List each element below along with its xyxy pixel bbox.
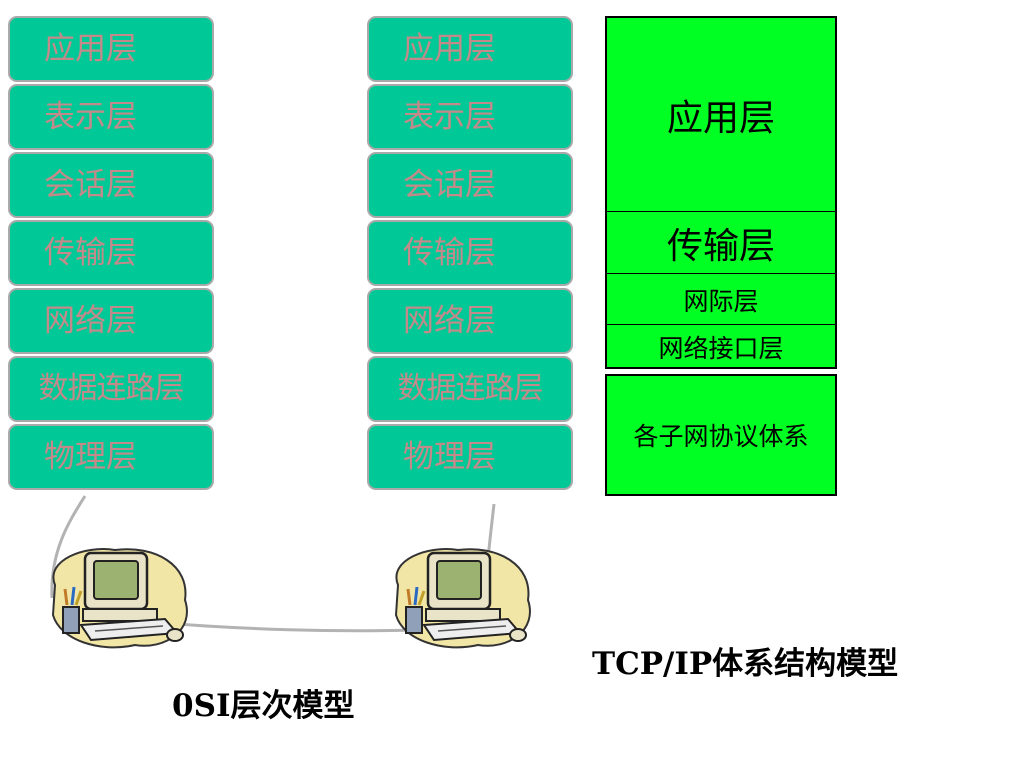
tcp-layer-application: 应用层	[666, 97, 775, 139]
cable-between-computers	[149, 620, 421, 633]
osi-layer-datalink: 数据连路层	[8, 356, 214, 422]
osi-stack-right: 应用层 表示层 会话层 传输层 网络层 数据连路层 物理层	[367, 16, 573, 492]
osi-layer-physical: 物理层	[8, 424, 214, 490]
osi-layer-datalink: 数据连路层	[367, 356, 573, 422]
osi-layer-physical: 物理层	[367, 424, 573, 490]
tcp-layer-internet: 网际层	[607, 273, 835, 325]
cable-left-stack	[50, 495, 87, 599]
osi-model-caption: 0SI层次模型	[172, 688, 355, 724]
osi-layer-application: 应用层	[8, 16, 214, 82]
osi-layer-network: 网络层	[367, 288, 573, 354]
osi-layer-transport: 传输层	[8, 220, 214, 286]
osi-stack-left: 应用层 表示层 会话层 传输层 网络层 数据连路层 物理层	[8, 16, 214, 492]
tcp-layer-network-interface: 网络接口层	[607, 324, 835, 368]
tcp-layer-transport: 传输层	[607, 211, 835, 274]
subnet-protocols-box: 各子网协议体系	[605, 374, 837, 496]
computer-icon	[51, 548, 188, 649]
osi-layer-application: 应用层	[367, 16, 573, 82]
osi-layer-session: 会话层	[8, 152, 214, 218]
osi-layer-network: 网络层	[8, 288, 214, 354]
computer-icon	[394, 548, 531, 649]
tcpip-stack: 应用层 传输层 网际层 网络接口层	[605, 16, 837, 369]
osi-layer-transport: 传输层	[367, 220, 573, 286]
osi-layer-session: 会话层	[367, 152, 573, 218]
tcp-layer-subnets: 各子网协议体系	[633, 422, 809, 451]
tcpip-model-caption: TCP/IP体系结构模型	[592, 646, 899, 682]
osi-layer-presentation: 表示层	[367, 84, 573, 150]
osi-layer-presentation: 表示层	[8, 84, 214, 150]
